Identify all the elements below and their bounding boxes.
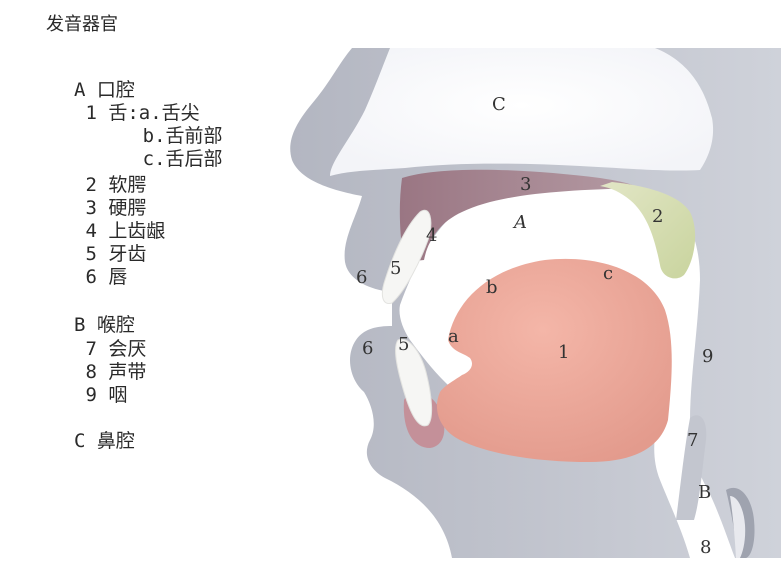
legend-item-6-lips: 6 唇 [74,266,128,288]
hard-palate [399,169,640,262]
diagram-title: 发音器官 [46,14,118,35]
label-7-epiglottis: 7 [687,430,698,451]
legend-item-1-tongue: 1 舌:a.舌尖 [74,102,200,124]
label-b-laryngeal-cavity: B [698,482,711,503]
legend-item-7-epiglottis: 7 会厌 [74,338,147,360]
label-9-pharynx: 9 [702,346,713,367]
legend-item-3-hard-palate: 3 硬腭 [74,197,147,219]
lower-tooth [395,338,433,427]
label-1-tongue: 1 [558,342,569,363]
legend-item-b-laryngeal-cavity: B 喉腔 [74,314,135,336]
legend-item-1c-tongue-back: c.舌后部 [74,148,223,170]
legend-item-4-gum-ridge: 4 上齿龈 [74,220,166,242]
label-c-nasal-cavity: C [492,94,506,115]
label-6-upper-lip: 6 [356,267,367,288]
nasal-cavity [330,48,714,176]
label-3-hard-palate: 3 [520,174,531,195]
legend-item-1b-tongue-front: b.舌前部 [74,125,223,147]
label-8-vocal-cords: 8 [700,537,711,558]
soft-palate [600,182,696,279]
legend-item-c-nasal-cavity: C 鼻腔 [74,430,135,452]
label-c-tongue-back: c [603,263,613,284]
legend-item-5-teeth: 5 牙齿 [74,243,147,265]
label-a-tongue-tip: a [448,326,459,347]
upper-tooth [381,209,432,304]
legend-item-2-soft-palate: 2 软腭 [74,174,147,196]
vocal-cord-inner [730,496,746,558]
legend-item-8-vocal-cords: 8 声带 [74,361,147,383]
label-6-lower-lip: 6 [362,338,373,359]
label-a-oral-cavity: A [512,212,527,233]
label-2-soft-palate: 2 [652,206,663,227]
epiglottis [676,415,707,520]
tongue [436,258,672,462]
label-b-tongue-front: b [486,277,498,298]
label-4-gum-ridge: 4 [426,225,437,246]
label-5-lower-teeth: 5 [398,334,409,355]
legend-item-a-oral-cavity: A 口腔 [74,79,135,101]
legend-item-9-pharynx: 9 咽 [74,384,128,406]
label-5-upper-teeth: 5 [390,258,401,279]
